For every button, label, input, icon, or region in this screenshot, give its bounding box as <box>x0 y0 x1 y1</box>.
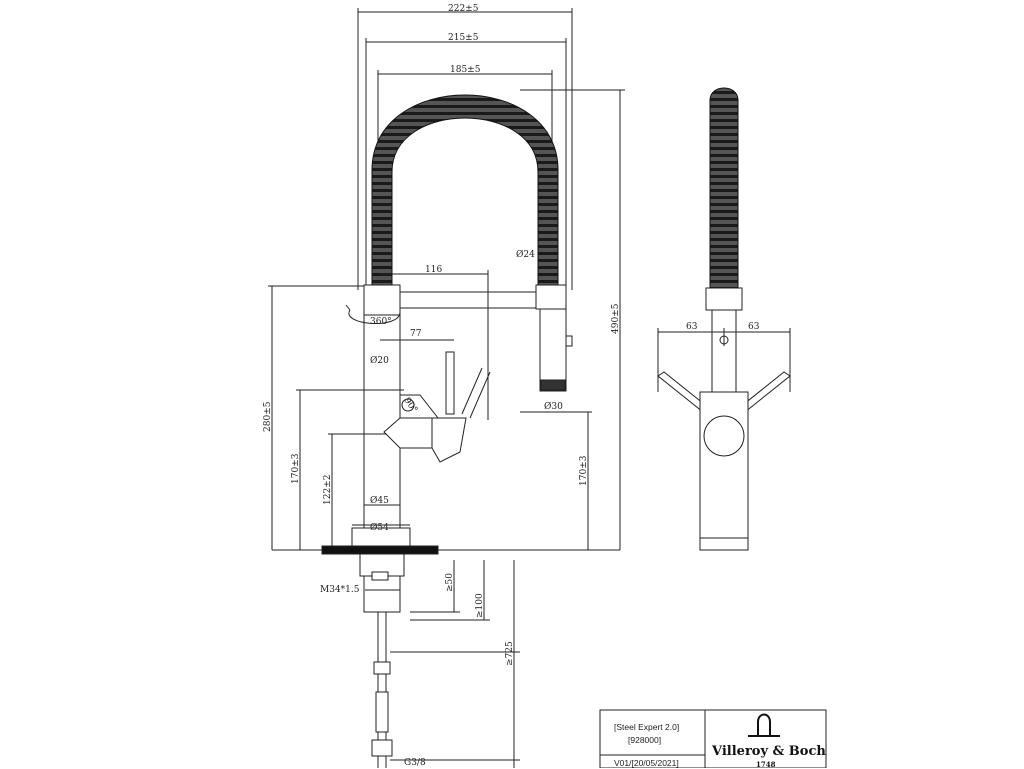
dim-rotation: 360° <box>370 317 392 327</box>
dim-reach-116: 116 <box>425 265 442 275</box>
dim-width-185: 185±5 <box>450 65 481 75</box>
front-view <box>268 8 625 768</box>
dim-dia-45: Ø45 <box>370 495 389 506</box>
side-spring-hose <box>709 87 739 289</box>
brand-name: Villeroy & Boch <box>712 744 826 759</box>
dim-width-222: 222±5 <box>448 4 479 14</box>
dim-height-280: 280±5 <box>263 401 273 432</box>
brand-logo-icon <box>757 713 771 736</box>
dim-side-63-left: 63 <box>686 322 698 332</box>
dim-height-490: 490±5 <box>611 303 621 334</box>
product-code: [928000] <box>628 735 662 745</box>
dim-dia-54: Ø54 <box>370 522 389 533</box>
dim-side-63-right: 63 <box>748 322 760 332</box>
product-name: [Steel Expert 2.0] <box>614 722 680 732</box>
dim-hose-diameter: Ø24 <box>516 249 535 260</box>
dim-depth-725: ≥725 <box>505 641 515 666</box>
dim-width-215: 215±5 <box>448 33 479 43</box>
version-date: V01/[20/05/2021] <box>614 758 679 768</box>
dim-dia-20: Ø20 <box>370 355 389 366</box>
dim-height-122: 122±2 <box>323 475 333 505</box>
dim-lever-77: 77 <box>410 329 422 339</box>
dim-spray-diameter: Ø30 <box>544 401 563 412</box>
dim-depth-50: ≥50 <box>445 573 455 592</box>
dim-thread-m34: M34*1.5 <box>320 585 360 595</box>
dim-height-170-right: 170±3 <box>579 455 589 486</box>
brand-year: 1748 <box>756 760 776 769</box>
side-view <box>657 87 791 551</box>
title-block <box>599 709 827 768</box>
dim-depth-100: ≥100 <box>475 593 485 618</box>
dim-height-170-left: 170±3 <box>291 453 301 484</box>
dim-thread-g38: G3/8 <box>404 758 426 768</box>
